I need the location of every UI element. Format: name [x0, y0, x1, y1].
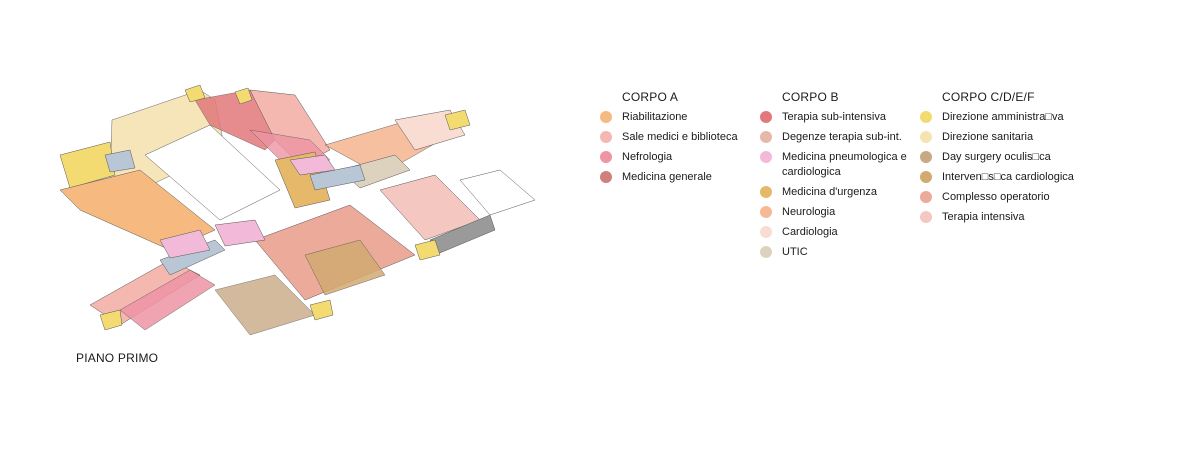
legend-swatch: [760, 186, 772, 198]
legend-swatch: [600, 111, 612, 123]
legend-item: Direzione sanitaria: [920, 130, 1095, 145]
floor-label: PIANO PRIMO: [76, 351, 159, 365]
legend-column-corpo-cdef: CORPO C/D/E/F Direzione amministra□va Di…: [920, 90, 1095, 230]
legend-swatch: [920, 131, 932, 143]
legend-item: Terapia intensiva: [920, 210, 1095, 225]
wing-sw-magenta: [119, 269, 216, 331]
legend-swatch: [760, 246, 772, 258]
legend-swatch: [760, 131, 772, 143]
legend-item: Direzione amministra□va: [920, 110, 1095, 125]
legend-item: Terapia sub-intensiva: [760, 110, 935, 125]
floor-plan-drawing: [50, 80, 550, 360]
legend-swatch: [760, 206, 772, 218]
legend-swatch: [920, 191, 932, 203]
top-admin-2: [234, 87, 253, 105]
legend-item: Medicina generale: [600, 170, 775, 185]
legend-column-corpo-b: CORPO B Terapia sub-intensiva Degenze te…: [760, 90, 935, 265]
legend-swatch: [600, 131, 612, 143]
legend-item: Complesso operatorio: [920, 190, 1095, 205]
legend-item: Riabilitazione: [600, 110, 775, 125]
wing-sw-lilac: [159, 229, 211, 259]
legend-title: CORPO B: [782, 90, 839, 104]
top-lilac: [289, 154, 336, 176]
legend-item: Day surgery oculis□ca: [920, 150, 1095, 165]
east-admin: [414, 239, 441, 261]
legend-item: Interven□s□ca cardiologica: [920, 170, 1095, 185]
south-admin: [309, 299, 334, 321]
courtyard-west: [144, 124, 281, 221]
wing-a-north-admin: [59, 141, 116, 189]
legend-title: CORPO A: [622, 90, 679, 104]
legend-swatch: [600, 151, 612, 163]
legend-column-corpo-a: CORPO A Riabilitazione Sale medici e bib…: [600, 90, 775, 190]
legend-item: UTIC: [760, 245, 935, 260]
legend-item: Neurologia: [760, 205, 935, 220]
top-admin: [184, 84, 206, 103]
legend-item: Nefrologia: [600, 150, 775, 165]
legend-item: Medicina pneumologica e cardiologica: [760, 150, 935, 180]
legend-swatch: [920, 151, 932, 163]
block-east-white: [459, 169, 536, 216]
legend-swatch: [920, 111, 932, 123]
legend-item: Medicina d'urgenza: [760, 185, 935, 200]
right-admin: [444, 109, 471, 131]
legend-item: Sale medici e biblioteca: [600, 130, 775, 145]
wing-a-blue-core: [104, 149, 136, 173]
legend-swatch: [600, 171, 612, 183]
sw-admin: [99, 309, 123, 331]
isometric-floor-plan: [59, 84, 536, 336]
block-interventistica: [304, 239, 386, 296]
legend-swatch: [920, 171, 932, 183]
legend-swatch: [760, 151, 772, 163]
legend-title: CORPO C/D/E/F: [942, 90, 1035, 104]
legend-swatch: [760, 226, 772, 238]
center-lilac: [214, 219, 266, 247]
legend-swatch: [920, 211, 932, 223]
legend-swatch: [760, 111, 772, 123]
legend-item: Degenze terapia sub-int.: [760, 130, 935, 145]
legend-item: Cardiologia: [760, 225, 935, 240]
center-blue-link: [309, 164, 366, 191]
